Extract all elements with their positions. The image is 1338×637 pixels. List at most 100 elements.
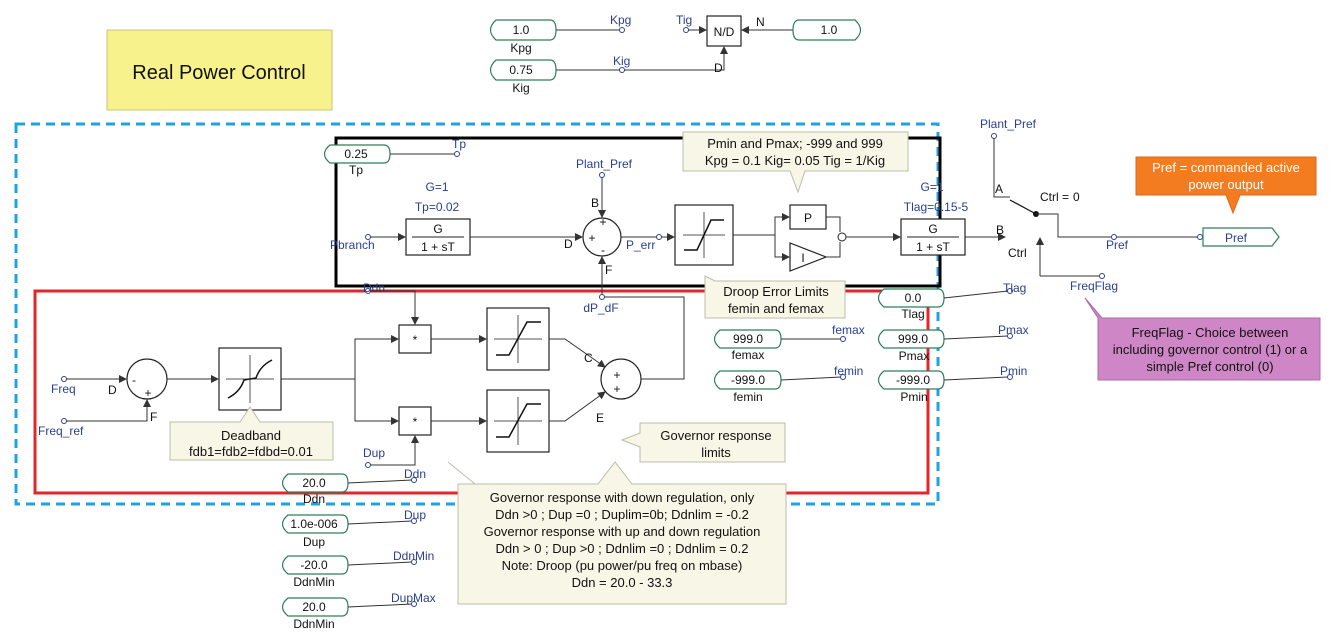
ctrl-label: Ctrl xyxy=(1008,246,1027,260)
governor-frame xyxy=(33,289,930,495)
param-kpg[interactable]: 1.0 Kpg Kpg xyxy=(489,13,632,55)
param-dupmax[interactable]: 20.0 DdnMin DupMax xyxy=(281,591,436,631)
svg-text:F: F xyxy=(150,410,157,424)
note-pmin-pmax: Pmin and Pmax; -999 and 999 Kpg = 0.1 Ki… xyxy=(682,131,909,194)
param-name: Kig xyxy=(512,81,529,95)
svg-text:*: * xyxy=(413,415,418,429)
param-kig[interactable]: 0.75 Kig Kig xyxy=(489,54,631,95)
dup-in-label: Dup xyxy=(363,446,385,460)
svg-text:femin: femin xyxy=(733,390,762,404)
limiter-dup xyxy=(486,389,550,453)
param-name: Kpg xyxy=(510,41,531,55)
svg-text:Pref: Pref xyxy=(1225,231,1248,245)
svg-text:Tlag: Tlag xyxy=(1003,281,1026,295)
svg-text:999.0: 999.0 xyxy=(733,332,763,346)
nd-block: N/D xyxy=(706,15,742,47)
svg-text:Dup: Dup xyxy=(303,535,325,549)
svg-text:G: G xyxy=(433,222,442,236)
note-governor-limits: Governor response limits xyxy=(620,422,786,463)
d-label: D xyxy=(714,61,723,75)
svg-text:-999.0: -999.0 xyxy=(731,373,765,387)
svg-text:femin: femin xyxy=(834,364,863,378)
svg-text:Governor response with down re: Governor response with down regulation, … xyxy=(490,490,755,505)
plant-pref-label: Plant_Pref xyxy=(576,157,633,171)
svg-text:P: P xyxy=(804,211,812,225)
freqflag-label: FreqFlag xyxy=(1070,279,1118,293)
sum-junction-freq: - + xyxy=(126,358,168,400)
p-block: P xyxy=(789,204,827,230)
svg-text:G: G xyxy=(928,222,937,236)
svg-text:999.0: 999.0 xyxy=(898,332,928,346)
svg-text:E: E xyxy=(596,411,604,425)
param-pmin[interactable]: -999.0 Pmin Pmin xyxy=(877,364,1028,404)
svg-text:Note: Droop (pu power/pu freq: Note: Droop (pu power/pu freq on mbase) xyxy=(502,558,743,573)
svg-text:DdnMin: DdnMin xyxy=(293,617,334,631)
svg-text:1 + sT: 1 + sT xyxy=(916,240,950,254)
limiter-fe xyxy=(674,204,734,266)
param-dup[interactable]: 1.0e-006 Dup Dup xyxy=(281,508,427,549)
param-n-const[interactable]: 1.0 xyxy=(792,19,862,41)
pref-output[interactable]: Pref xyxy=(1202,227,1280,247)
note-droop-limits: Droop Error Limits femin and femax xyxy=(704,275,846,319)
svg-text:Kpg = 0.1 Kig= 0.05 Tig = 1/: Kpg = 0.1 Kig= 0.05 Tig = 1/Kig xyxy=(705,153,885,168)
plant-pref-top-label: Plant_Pref xyxy=(980,117,1037,131)
deadband-block xyxy=(218,347,282,411)
mult-block-ddn: * xyxy=(398,324,432,354)
param-femin[interactable]: -999.0 femin femin xyxy=(713,364,864,404)
svg-text:femin and femax: femin and femax xyxy=(728,301,825,316)
param-tlag[interactable]: 0.0 Tlag Tlag xyxy=(877,281,1027,321)
tig-label: Tig xyxy=(676,13,692,27)
ddn-in-label: Ddn xyxy=(363,281,385,295)
svg-text:+: + xyxy=(144,386,151,400)
param-value: 1.0 xyxy=(513,23,530,37)
lag2-tlag: Tlag=0.15-5 xyxy=(904,200,969,214)
svg-text:0.25: 0.25 xyxy=(344,147,368,161)
n-label: N xyxy=(756,15,765,29)
pi-control-frame xyxy=(334,136,942,288)
svg-text:-: - xyxy=(601,243,605,257)
svg-text:Ddn = 20.0 - 33.3: Ddn = 20.0 - 33.3 xyxy=(572,575,673,590)
svg-text:Pmin: Pmin xyxy=(1000,364,1027,378)
note-freqflag: FreqFlag - Choice between including gove… xyxy=(1084,297,1321,381)
param-tag: Kig xyxy=(613,54,630,68)
svg-text:1 + sT: 1 + sT xyxy=(421,240,455,254)
ctrl-value: 0 xyxy=(1073,190,1080,204)
sum-junction-gov: + + xyxy=(600,358,642,400)
i-block: I xyxy=(789,242,828,272)
svg-text:N/D: N/D xyxy=(714,25,735,39)
note-deadband: Deadband fdb1=fdb2=fdbd=0.01 xyxy=(169,406,334,461)
svg-text:0.0: 0.0 xyxy=(905,291,922,305)
param-femax[interactable]: 999.0 femax femax xyxy=(713,323,865,362)
pref-wire-label: Pref xyxy=(1106,238,1129,252)
svg-text:+: + xyxy=(599,215,606,229)
svg-text:+: + xyxy=(613,368,620,382)
param-ddnmin[interactable]: -20.0 DdnMin DdnMin xyxy=(281,549,435,589)
svg-text:Tlag: Tlag xyxy=(901,307,924,321)
svg-text:FreqFlag - Choice between: FreqFlag - Choice between xyxy=(1132,325,1289,340)
note-governor-response: Governor response with down regulation, … xyxy=(447,461,787,605)
svg-text:DdnMin: DdnMin xyxy=(293,575,334,589)
limiter-ddn xyxy=(486,307,550,371)
ctrl-eq: Ctrl = xyxy=(1040,190,1069,204)
svg-text:DdnMin: DdnMin xyxy=(393,549,434,563)
svg-text:C: C xyxy=(584,351,593,365)
svg-text:Tp: Tp xyxy=(452,137,466,151)
param-tp[interactable]: 0.25 Tp Tp xyxy=(323,137,467,177)
svg-text:Deadband: Deadband xyxy=(221,428,281,443)
svg-text:*: * xyxy=(413,333,418,347)
svg-text:20.0: 20.0 xyxy=(302,476,326,490)
sum-junction-1: + + - xyxy=(582,215,622,257)
svg-text:Ddn: Ddn xyxy=(303,492,325,506)
svg-text:power output: power output xyxy=(1188,177,1264,192)
param-pmax[interactable]: 999.0 Pmax Pmax xyxy=(877,323,1029,363)
param-ddn[interactable]: 20.0 Ddn Ddn xyxy=(281,467,427,506)
lag2-gain: G=1 xyxy=(920,180,943,194)
svg-text:Pmax: Pmax xyxy=(899,349,930,363)
svg-text:limits: limits xyxy=(701,445,731,460)
svg-text:I: I xyxy=(801,251,804,265)
lag1-gain: G=1 xyxy=(425,180,448,194)
lag-block-2: G 1 + sT xyxy=(900,218,966,256)
svg-text:-20.0: -20.0 xyxy=(300,558,328,572)
svg-text:-: - xyxy=(132,373,136,387)
svg-text:including governor control (1): including governor control (1) or a xyxy=(1113,342,1308,357)
